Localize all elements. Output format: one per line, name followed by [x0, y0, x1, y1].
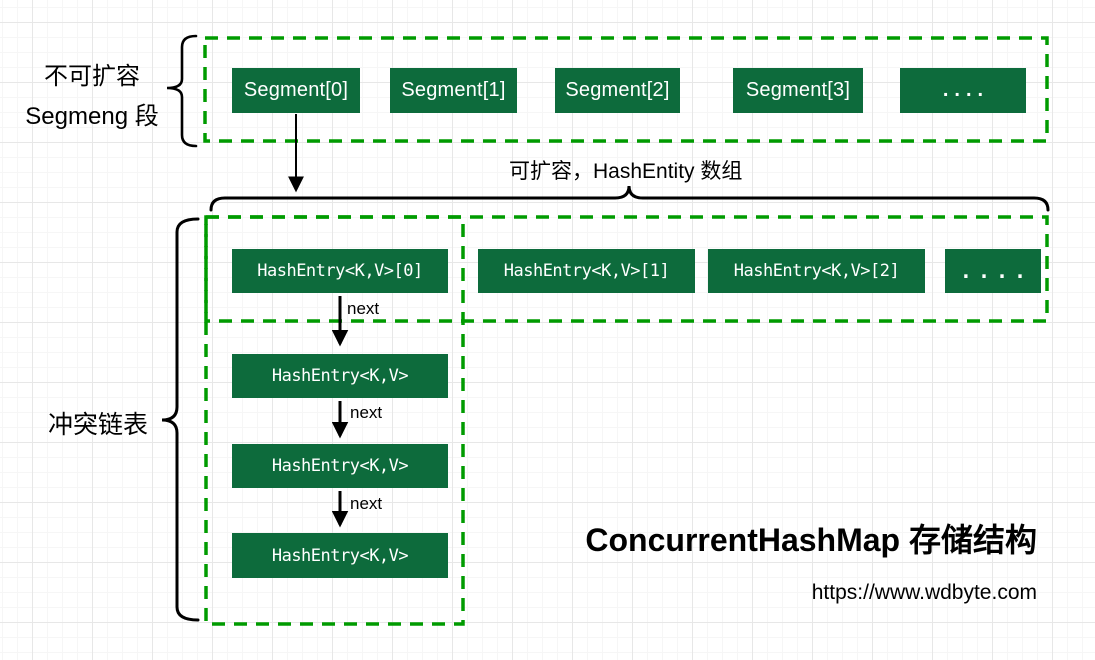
chain-node-2: HashEntry<K,V> [232, 533, 448, 578]
diagram-url: https://www.wdbyte.com [811, 581, 1037, 604]
segment-section-label: 不可扩容 Segmeng 段 [12, 57, 172, 137]
next-label-3: next [350, 494, 383, 513]
hashentry-box-2-label: HashEntry<K,V>[2] [733, 261, 900, 281]
hashentry-box-ellipsis: .... [945, 249, 1041, 293]
hashentry-box-2: HashEntry<K,V>[2] [708, 249, 925, 293]
diagram-title: ConcurrentHashMap 存储结构 [585, 522, 1037, 558]
next-label-2: next [350, 403, 383, 422]
segment-box-3: Segment[3] [733, 68, 863, 113]
hashentry-box-1: HashEntry<K,V>[1] [478, 249, 695, 293]
segment-box-0-label: Segment[0] [243, 79, 349, 101]
chain-node-1: HashEntry<K,V> [232, 444, 448, 488]
hashentry-box-0: HashEntry<K,V>[0] [232, 249, 448, 293]
segment-section-label-line2: Segmeng 段 [25, 103, 159, 130]
segment-box-2-label: Segment[2] [565, 79, 670, 101]
segment-box-ellipsis-label: .... [942, 79, 990, 101]
segment-box-1: Segment[1] [390, 68, 517, 113]
segment-label-brace [166, 34, 198, 148]
segment-section-label-line1: 不可扩容 [44, 63, 140, 90]
next-label-1: next [347, 299, 380, 318]
segment-box-ellipsis: .... [900, 68, 1026, 113]
chain-node-0-label: HashEntry<K,V> [271, 366, 409, 386]
segment-box-1-label: Segment[1] [401, 79, 506, 101]
hashentry-box-ellipsis-label: .... [959, 259, 1033, 283]
conflict-chain-dashed-box [204, 215, 465, 626]
segment-box-3-label: Segment[3] [745, 79, 851, 101]
chain-node-2-label: HashEntry<K,V> [271, 545, 409, 566]
conflict-chain-label: 冲突链表 [47, 411, 148, 439]
hashentry-box-1-label: HashEntry<K,V>[1] [503, 261, 670, 281]
segment-box-2: Segment[2] [555, 68, 680, 113]
chain-node-1-label: HashEntry<K,V> [271, 456, 409, 476]
hashentry-array-note: 可扩容，HashEntity 数组 [509, 160, 743, 183]
segment-array-dashed-box [203, 36, 1049, 143]
hashentry-array-brace [209, 185, 1050, 212]
hashentry-box-0-label: HashEntry<K,V>[0] [257, 261, 423, 281]
chain-node-0: HashEntry<K,V> [232, 354, 448, 398]
segment-box-0: Segment[0] [232, 68, 360, 113]
chain-label-brace [161, 217, 200, 622]
